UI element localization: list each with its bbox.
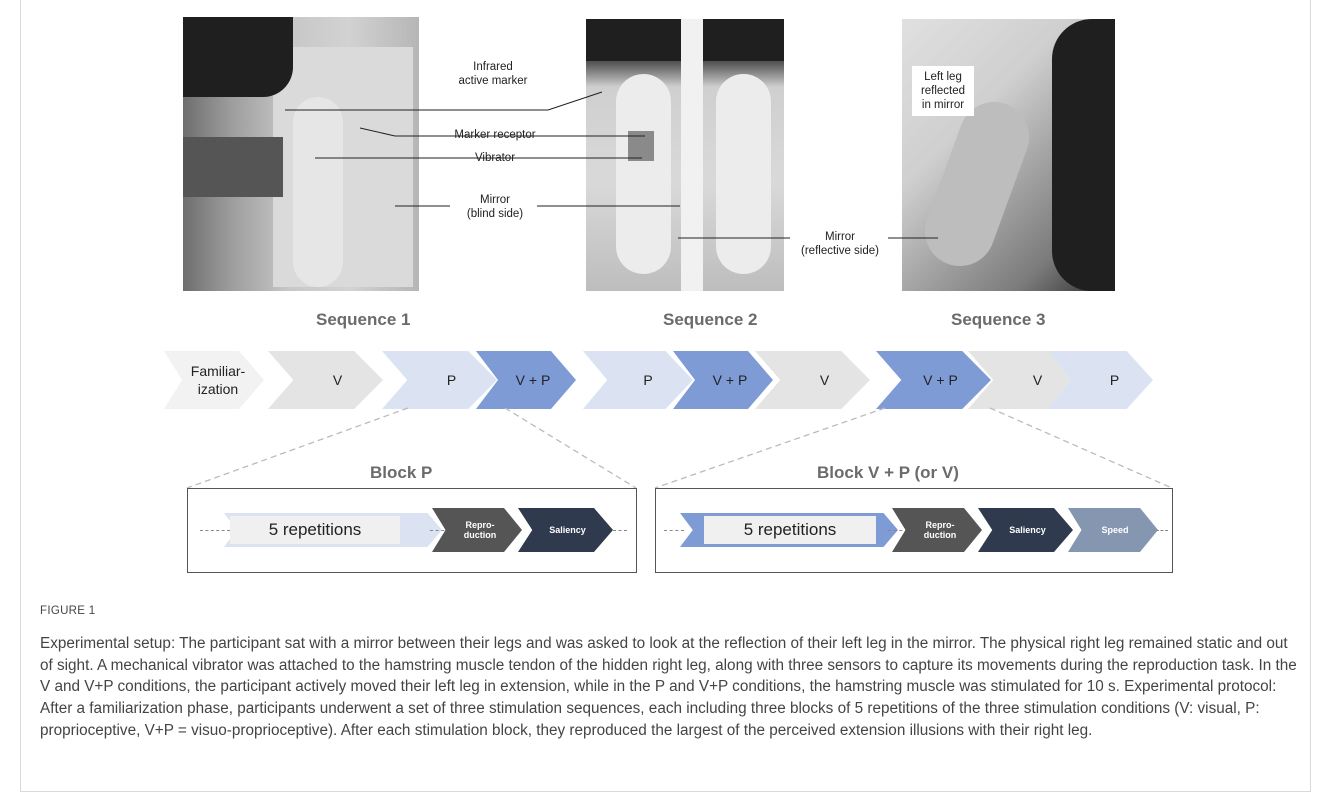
figure-caption: Experimental setup: The participant sat … bbox=[40, 635, 1297, 739]
callout-left-leg: Left leg reflected in mirror bbox=[912, 66, 974, 116]
speed-chevron: Speed bbox=[1068, 508, 1158, 552]
saliency-chevron: Saliency bbox=[978, 508, 1073, 552]
block-vp-title: Block V + P (or V) bbox=[817, 463, 959, 482]
callout-lines bbox=[285, 91, 938, 239]
block-connector-lines bbox=[186, 407, 1173, 489]
setup-photo-mirror-view bbox=[902, 19, 1115, 291]
sequence-1-title: Sequence 1 bbox=[316, 310, 411, 329]
callout-mirror-reflective: Mirror (reflective side) bbox=[801, 231, 879, 257]
figure-label: FIGURE 1 bbox=[40, 605, 96, 617]
sequence-2-title: Sequence 2 bbox=[663, 310, 758, 329]
repetitions-label: 5 repetitions bbox=[704, 516, 876, 544]
callout-mirror-blind: Mirror (blind side) bbox=[466, 194, 524, 220]
reproduction-chevron: Repro- duction bbox=[892, 508, 982, 552]
sequence-3-title: Sequence 3 bbox=[951, 310, 1046, 329]
saliency-chevron: Saliency bbox=[518, 508, 613, 552]
figure-frame bbox=[20, 0, 1311, 792]
reproduction-chevron: Repro- duction bbox=[432, 508, 522, 552]
setup-photo-side-view bbox=[183, 17, 419, 291]
block-p-title: Block P bbox=[370, 463, 433, 482]
callout-infrared-marker: Infrared active marker bbox=[458, 61, 528, 87]
callout-marker-receptor: Marker receptor bbox=[454, 129, 536, 141]
block-vp-box: 5 repetitions Repro- duction Saliency Sp… bbox=[655, 488, 1173, 573]
block-p-box: 5 repetitions Repro- duction Saliency bbox=[187, 488, 637, 573]
setup-photo-front-view bbox=[586, 19, 784, 291]
repetitions-label: 5 repetitions bbox=[230, 516, 400, 544]
